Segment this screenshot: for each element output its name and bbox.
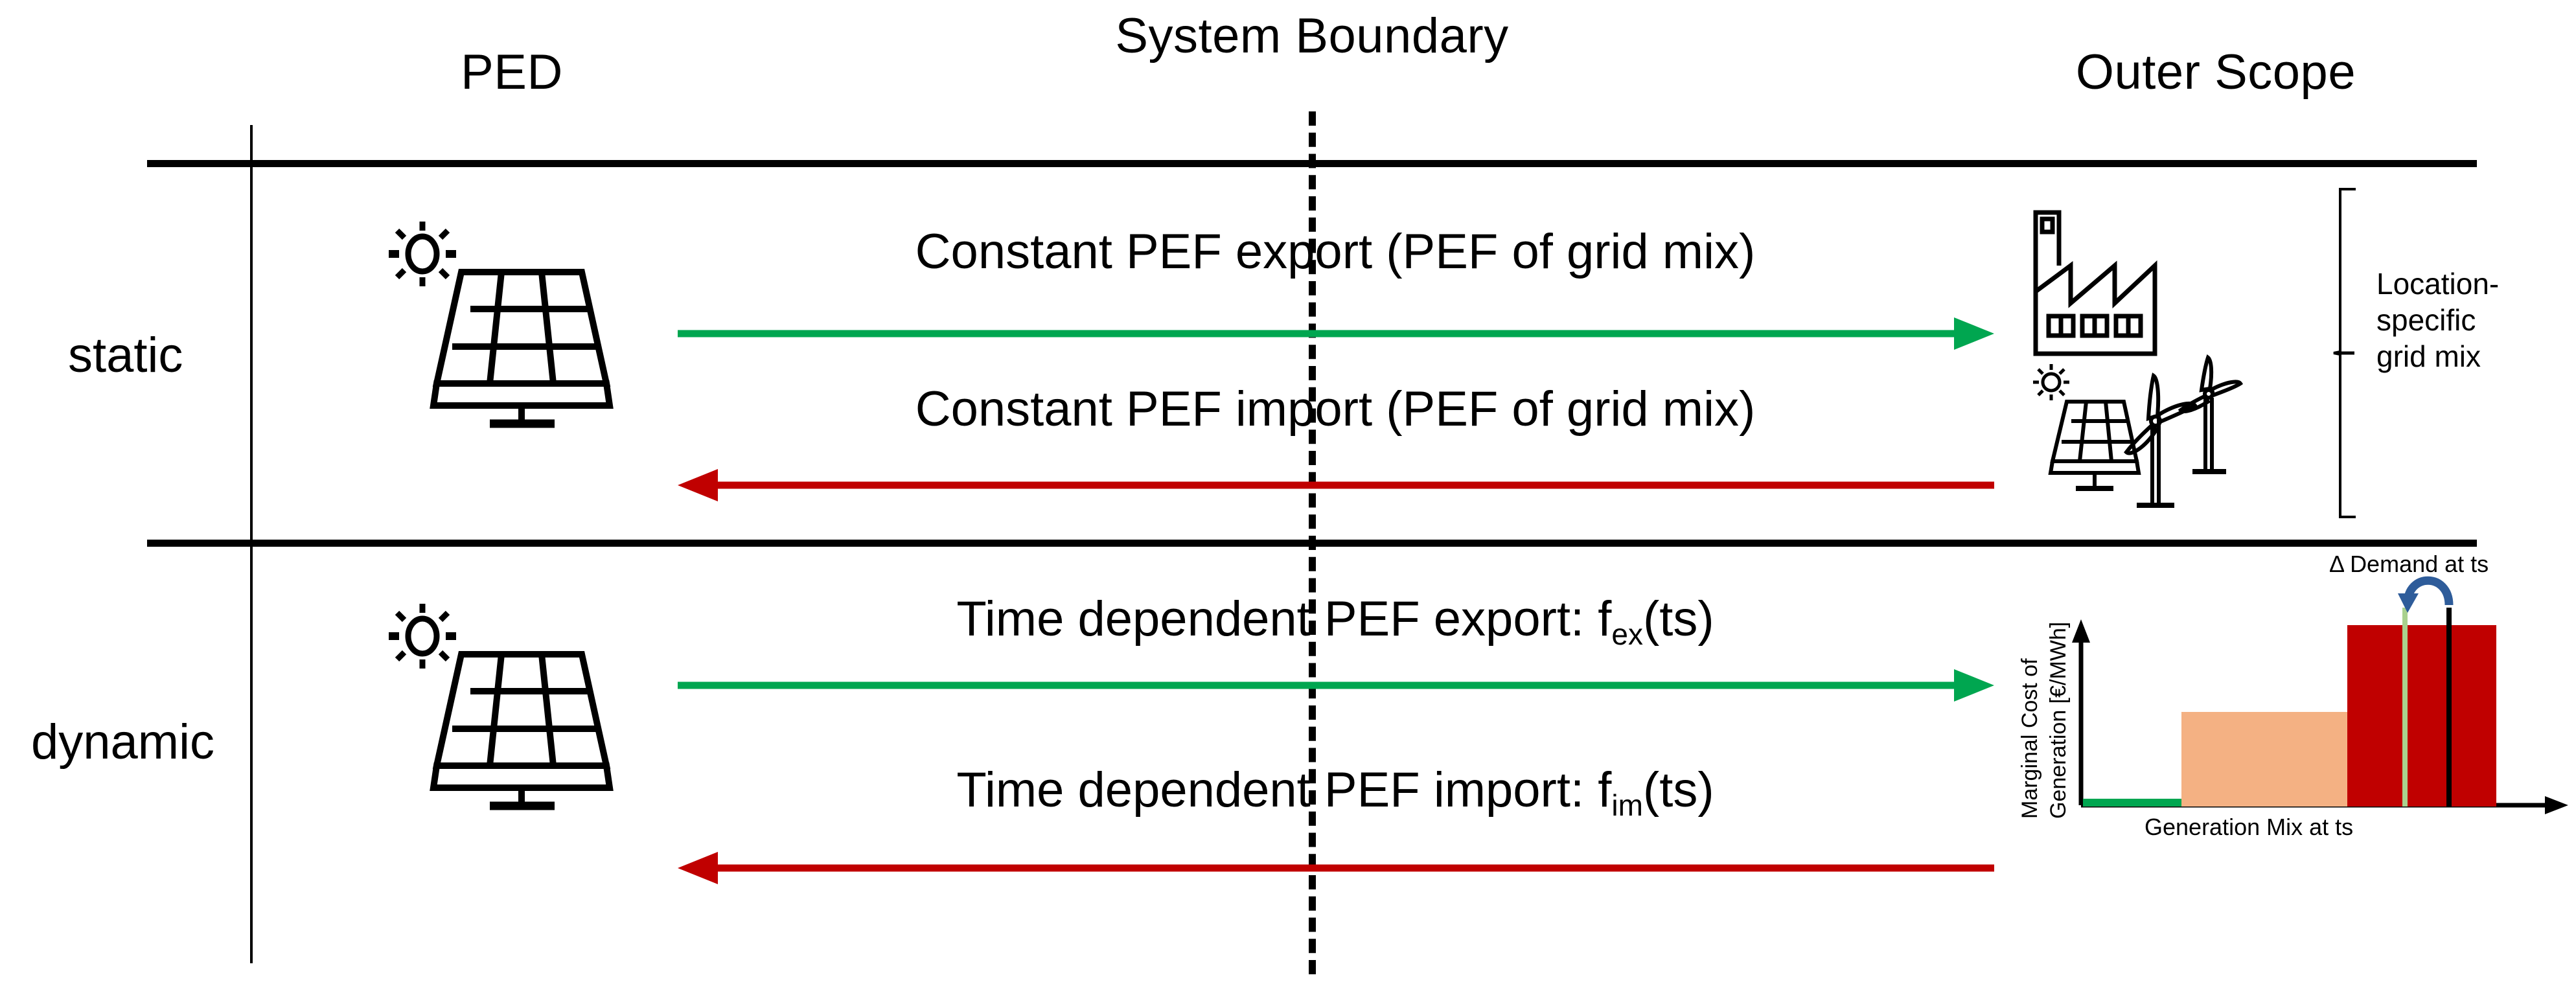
static-export-label: Constant PEF export (PEF of grid mix): [915, 224, 1756, 279]
row-label-dynamic: dynamic: [31, 715, 214, 770]
header-outer-scope: Outer Scope: [2075, 45, 2356, 100]
merit-order-chart: Marginal Cost of Generation [€/MWh] Δ De…: [1995, 551, 2576, 840]
grid-mix-bracket-label: Location- specific grid mix: [2376, 266, 2499, 374]
header-system-boundary: System Boundary: [1115, 8, 1509, 63]
grid-mix-line-2: specific: [2376, 303, 2476, 338]
dynamic-export-label-suffix: (ts): [1642, 591, 1714, 646]
grid-mix-line-3: grid mix: [2376, 339, 2481, 374]
dynamic-export-label-prefix: Time dependent PEF export: f: [956, 591, 1612, 646]
chart-plot: [2072, 576, 2568, 814]
delta-demand-arrow-icon: [2398, 576, 2454, 613]
chart-annotation-delta-demand: Δ Demand at ts: [2329, 551, 2489, 577]
chart-y-axis-label-line2: Generation [€/MWh]: [2046, 621, 2071, 819]
dynamic-export-arrow: [678, 669, 1994, 702]
grid-mix-bracket: [2332, 188, 2371, 518]
solar-panel-with-sun-icon: [376, 602, 622, 810]
wind-turbine-icon: [2124, 354, 2244, 508]
dynamic-import-arrow: [678, 852, 1994, 884]
chart-x-axis-label: Generation Mix at ts: [2145, 814, 2354, 840]
chart-bar-renewables: [2083, 799, 2181, 807]
dynamic-export-label-subscript: ex: [1611, 617, 1643, 651]
sun-icon: [2033, 364, 2069, 400]
chart-bar-mid-merit: [2181, 712, 2347, 807]
row-separator-top: [147, 160, 2477, 167]
dynamic-import-label: Time dependent PEF import: fim(ts): [678, 762, 1993, 822]
solar-panel-icon: [2048, 400, 2141, 491]
static-export-arrow: [678, 317, 1994, 350]
dynamic-import-label-subscript: im: [1611, 788, 1643, 822]
dynamic-import-label-suffix: (ts): [1642, 762, 1714, 818]
static-import-label: Constant PEF import (PEF of grid mix): [915, 382, 1756, 437]
row-label-static: static: [68, 328, 183, 383]
chart-y-axis-label: Marginal Cost of: [2018, 658, 2042, 819]
dynamic-import-label-prefix: Time dependent PEF import: f: [956, 762, 1612, 818]
solar-panel-with-sun-icon: [376, 220, 622, 428]
chart-bar-peaking: [2347, 625, 2496, 807]
outer-scope-icon-group: [2028, 188, 2313, 518]
grid-mix-line-1: Location-: [2376, 267, 2500, 301]
header-ped: PED: [461, 45, 563, 100]
dynamic-export-label: Time dependent PEF export: fex(ts): [678, 591, 1993, 651]
row-separator-middle: [147, 540, 2477, 547]
factory-icon: [2033, 210, 2157, 356]
static-import-arrow: [678, 469, 1994, 501]
